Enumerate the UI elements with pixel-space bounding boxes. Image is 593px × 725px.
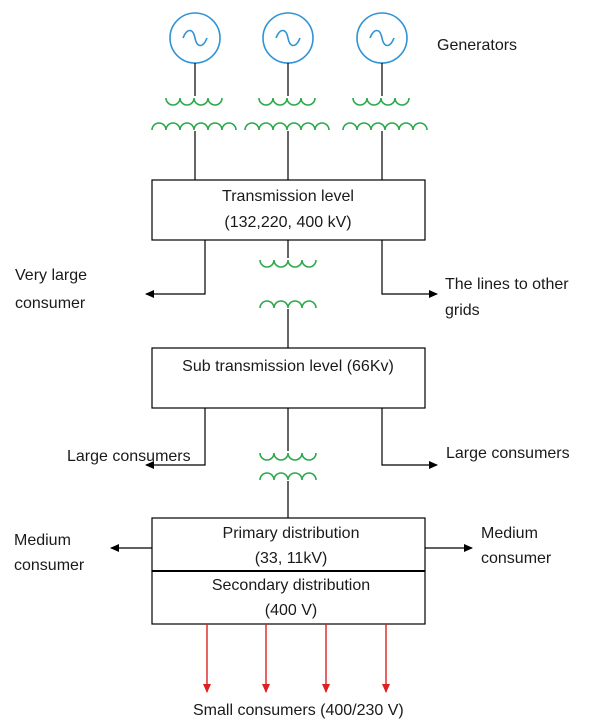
primary-distribution-title: Primary distribution [223,525,360,542]
very-large-consumer-feeder [145,240,206,298]
large-consumers-left-label: Large consumers [67,448,191,465]
transmission-level-voltage: (132,220, 400 kV) [224,214,351,231]
small-consumers-label: Small consumers (400/230 V) [193,702,404,719]
transmission-level-box [151,179,426,241]
primary-distribution-box [151,517,426,572]
other-grids-label-line1: The lines to other [445,276,569,293]
transmission-level-title: Transmission level [222,188,354,205]
sine-wave-icon [275,29,301,47]
medium-consumer-right-label-line1: Medium [481,525,538,542]
large-consumer-left-feeder [145,408,206,469]
generator-3 [356,12,408,64]
primary-distribution-voltage: (33, 11kV) [255,550,328,567]
sub-transmission-title: Sub transmission level (66Kv) [182,358,394,375]
large-consumer-right-feeder [381,408,438,469]
other-grids-feeder [381,240,438,298]
medium-consumer-left-label-line2: consumer [14,557,85,574]
sine-wave-icon [182,29,208,47]
transformer-icon [259,452,317,481]
large-consumers-right-label: Large consumers [446,445,570,462]
secondary-distribution-title: Secondary distribution [212,577,370,594]
other-grids-label-line2: grids [445,302,480,319]
medium-consumer-left-label-line1: Medium [14,532,71,549]
sine-wave-icon [369,29,395,47]
medium-consumer-right-label-line2: consumer [481,550,552,567]
generator-2 [262,12,314,64]
transformer-icon [342,97,428,131]
very-large-consumer-label-line1: Very large [15,267,87,284]
transformer-icon [151,97,237,131]
secondary-distribution-voltage: (400 V) [265,602,317,619]
sub-transmission-box [151,347,426,409]
transformer-icon [244,97,330,131]
transformer-icon [259,259,317,309]
very-large-consumer-label-line2: consumer [15,295,86,312]
generators-label: Generators [437,37,517,54]
generator-1 [169,12,221,64]
secondary-distribution-box [151,570,426,625]
